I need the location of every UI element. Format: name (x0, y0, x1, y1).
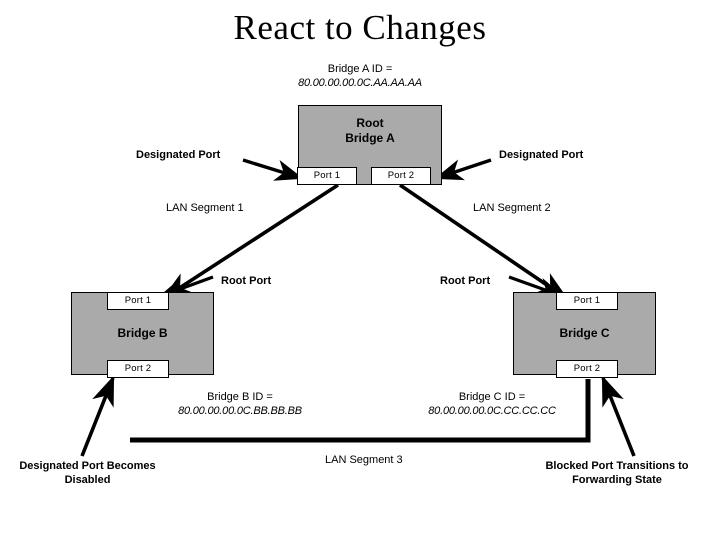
bridge-b-id-value: 80.00.00.00.0C.BB.BB.BB (178, 405, 302, 417)
callout-disabled-line2: Disabled (64, 474, 111, 486)
callout-blocked-port-forwarding: Blocked Port Transitions to Forwarding S… (521, 459, 713, 487)
callout-designated-port-disabled: Designated Port Becomes Disabled (0, 459, 175, 487)
callout-disabled-line1: Designated Port Becomes (19, 460, 156, 472)
label-lan-segment-3: LAN Segment 3 (325, 454, 403, 466)
bridge-b-label: Bridge B (117, 326, 168, 340)
annotation-root-port-right: Root Port (440, 275, 491, 287)
page-title: React to Changes (233, 8, 487, 47)
label-lan-segment-1: LAN Segment 1 (166, 202, 244, 214)
arrow-designated-port-left (242, 158, 304, 181)
bridge-a-id-caption: Bridge A ID = 80.00.00.00.0C.AA.AA.AA (240, 62, 480, 90)
bridge-b-port-2[interactable]: Port 2 (107, 360, 169, 378)
bridge-c-id-caption: Bridge C ID = 80.00.00.00.0C.CC.CC.CC (367, 390, 617, 418)
bridge-c-label: Bridge C (559, 326, 610, 340)
bridge-b-port-1[interactable]: Port 1 (107, 292, 169, 310)
bridge-a-id-label: Bridge A ID = (327, 63, 393, 75)
bridge-a-label-line2: Bridge A (345, 131, 395, 145)
bridge-c-id-value: 80.00.00.00.0C.CC.CC.CC (428, 405, 556, 417)
bridge-a-port-1[interactable]: Port 1 (297, 167, 357, 185)
annotation-designated-port-right: Designated Port (499, 149, 584, 161)
bridge-c-port-1[interactable]: Port 1 (556, 292, 618, 310)
bridge-a-port-2[interactable]: Port 2 (371, 167, 431, 185)
label-lan-segment-2: LAN Segment 2 (473, 202, 551, 214)
bridge-a-id-value: 80.00.00.00.0C.AA.AA.AA (298, 77, 422, 89)
annotation-designated-port-left: Designated Port (136, 149, 221, 161)
annotation-root-port-left: Root Port (221, 275, 272, 287)
callout-forwarding-line2: Forwarding State (572, 474, 662, 486)
bridge-b-id-caption: Bridge B ID = 80.00.00.00.0C.BB.BB.BB (115, 390, 365, 418)
callout-forwarding-line1: Blocked Port Transitions to (545, 460, 689, 472)
bridge-b-id-label: Bridge B ID = (207, 391, 273, 403)
arrow-designated-port-disabled (80, 375, 115, 457)
bridge-c-port-2[interactable]: Port 2 (556, 360, 618, 378)
bridge-c-id-label: Bridge C ID = (458, 391, 526, 403)
bridge-a-label-line1: Root (356, 116, 384, 130)
arrow-designated-port-right (434, 158, 492, 181)
